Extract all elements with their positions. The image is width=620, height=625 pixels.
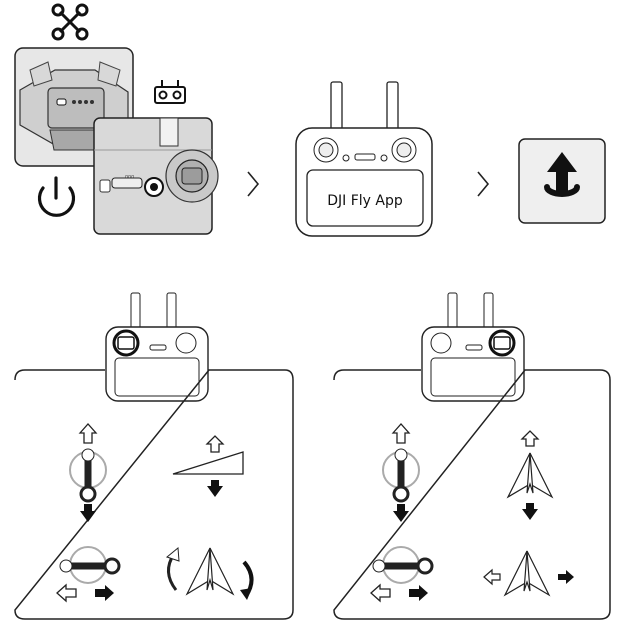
power-icon — [37, 176, 76, 217]
right-stick-panel — [333, 292, 611, 620]
controller-icon — [154, 80, 186, 104]
chevron-right-icon — [247, 171, 260, 197]
chevron-right-icon-2 — [477, 171, 490, 197]
screen-app-label: DJI Fly App — [327, 193, 403, 209]
remote-controller — [295, 81, 433, 237]
drone-icon — [51, 3, 89, 41]
left-stick-panel — [14, 292, 294, 620]
takeoff-icon — [518, 138, 606, 224]
controller-power-illustration: ooo — [93, 117, 219, 235]
svg-text:ooo: ooo — [125, 174, 134, 180]
